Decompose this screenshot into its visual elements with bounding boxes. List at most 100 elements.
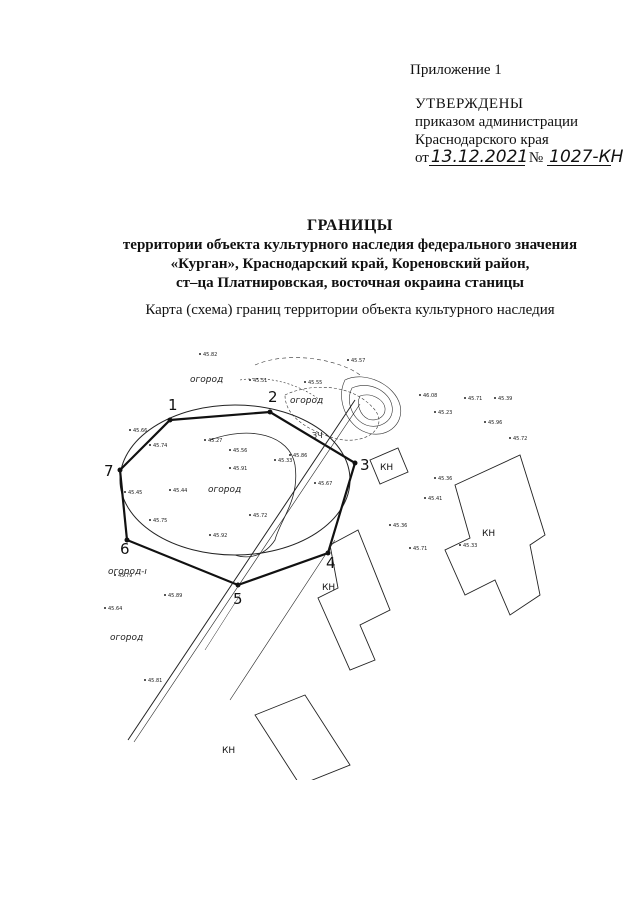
svg-text:45.86: 45.86 — [293, 453, 307, 459]
svg-text:45.71: 45.71 — [413, 546, 427, 552]
title-line1: территории объекта культурного наследия … — [122, 237, 578, 253]
boundary-vertices — [117, 409, 358, 588]
point-label-2: 2 — [268, 388, 278, 406]
svg-text:45.89: 45.89 — [168, 593, 182, 599]
svg-text:45.74: 45.74 — [153, 443, 167, 449]
number-label: № — [528, 150, 544, 166]
road-lines — [127, 399, 361, 743]
svg-text:45.36: 45.36 — [393, 523, 407, 529]
boundary-vertex — [235, 582, 241, 588]
svg-text:45.72: 45.72 — [253, 513, 267, 519]
svg-text:45.82: 45.82 — [203, 352, 217, 358]
svg-text:45.67: 45.67 — [318, 481, 332, 487]
spot-height: 45.96 — [484, 420, 502, 426]
point-label-5: 5 — [233, 590, 243, 608]
svg-text:45.33: 45.33 — [463, 543, 477, 549]
boundary-map: 1 2 3 4 5 6 7 КН КН КН КН огор — [104, 352, 546, 780]
title-line3: ст–ца Платнировская, восточная окраина с… — [176, 275, 524, 291]
order-date: 13.12.2021 — [428, 147, 529, 167]
boundary-vertex — [167, 417, 173, 423]
spot-heights: 45.82 45.51 45.55 45.57 46.08 45.71 45.3… — [104, 352, 527, 684]
garden-label: огород — [290, 396, 323, 406]
svg-text:45.81: 45.81 — [148, 678, 162, 684]
contour-label: ЗЧ — [312, 431, 323, 440]
spot-height: 45.89 — [164, 593, 182, 599]
approved-by-line2: Краснодарского края — [415, 132, 549, 148]
mound-inner-contour — [209, 432, 297, 558]
spot-height: 45.57 — [347, 358, 365, 364]
point-label-4: 4 — [326, 554, 336, 572]
svg-text:45.27: 45.27 — [208, 438, 222, 444]
svg-text:45.23: 45.23 — [438, 410, 452, 416]
boundary-point-labels: 1 2 3 4 5 6 7 — [104, 388, 370, 608]
building-outline — [369, 447, 409, 485]
spot-height: 45.71 — [464, 396, 482, 402]
spot-height: 45.27 — [204, 438, 222, 444]
spot-height: 45.36 — [434, 476, 452, 482]
order-line: от 13.12.2021 № 1027-КН — [415, 147, 624, 167]
svg-text:45.96: 45.96 — [488, 420, 502, 426]
spot-height: 45.82 — [199, 352, 217, 358]
garden-label: огород-ı — [108, 567, 147, 577]
svg-text:45.64: 45.64 — [108, 606, 122, 612]
spot-height: 45.44 — [169, 488, 187, 494]
spot-height: 45.75 — [149, 518, 167, 524]
spot-height: 45.33 — [459, 543, 477, 549]
mound-outline — [119, 404, 351, 556]
spot-height: 45.72 — [249, 513, 267, 519]
boundary-vertex — [352, 460, 358, 466]
garden-label: огород — [208, 485, 241, 495]
spot-height: 46.08 — [419, 393, 437, 399]
spot-height: 45.64 — [104, 606, 122, 612]
order-number: 1027-КН — [547, 147, 624, 167]
spot-height: 45.74 — [149, 443, 167, 449]
spot-height: 45.45 — [124, 490, 142, 496]
boundary-vertex — [124, 537, 130, 543]
spot-height: 45.67 — [314, 481, 332, 487]
building-label: КН — [322, 583, 335, 593]
svg-text:45.39: 45.39 — [498, 396, 512, 402]
svg-text:45.41: 45.41 — [428, 496, 442, 502]
svg-text:45.44: 45.44 — [173, 488, 187, 494]
boundary-vertex — [267, 409, 273, 415]
garden-label: огород — [110, 633, 143, 643]
spot-height: 45.92 — [209, 533, 227, 539]
spot-height: 45.72 — [509, 436, 527, 442]
garden-label: огород — [190, 375, 223, 385]
spot-height: 45.41 — [424, 496, 442, 502]
spot-height: 45.39 — [494, 396, 512, 402]
svg-text:45.75: 45.75 — [153, 518, 167, 524]
building-outline — [317, 529, 391, 671]
appendix-label: Приложение 1 — [410, 62, 502, 78]
contour-lines — [239, 357, 402, 441]
spot-height: 45.91 — [229, 466, 247, 472]
svg-text:45.55: 45.55 — [308, 380, 322, 386]
building-outline — [444, 454, 546, 616]
map-caption: Карта (схема) границ территории объекта … — [145, 302, 555, 318]
svg-text:45.57: 45.57 — [351, 358, 365, 364]
spot-height: 45.79 — [114, 573, 132, 579]
spot-height: 45.66 — [129, 428, 147, 434]
title-main: ГРАНИЦЫ — [306, 217, 393, 234]
svg-text:45.91: 45.91 — [233, 466, 247, 472]
building-label: КН — [222, 746, 235, 756]
building-label: КН — [380, 463, 393, 473]
svg-text:45.45: 45.45 — [128, 490, 142, 496]
point-label-6: 6 — [120, 540, 130, 558]
point-label-3: 3 — [360, 456, 370, 474]
building-label: КН — [482, 529, 495, 539]
boundary-vertex — [117, 467, 123, 473]
approval-block: УТВЕРЖДЕНЫ приказом администрации Красно… — [415, 95, 624, 167]
approved-heading: УТВЕРЖДЕНЫ — [415, 96, 524, 112]
svg-text:45.33: 45.33 — [278, 458, 292, 464]
point-label-1: 1 — [168, 396, 178, 414]
svg-text:45.72: 45.72 — [513, 436, 527, 442]
spot-height: 45.51 — [249, 378, 267, 384]
spot-height: 45.36 — [389, 523, 407, 529]
spot-height: 45.86 — [289, 453, 307, 459]
spot-height: 45.56 — [229, 448, 247, 454]
point-label-7: 7 — [104, 462, 114, 480]
svg-text:45.92: 45.92 — [213, 533, 227, 539]
svg-text:45.56: 45.56 — [233, 448, 247, 454]
